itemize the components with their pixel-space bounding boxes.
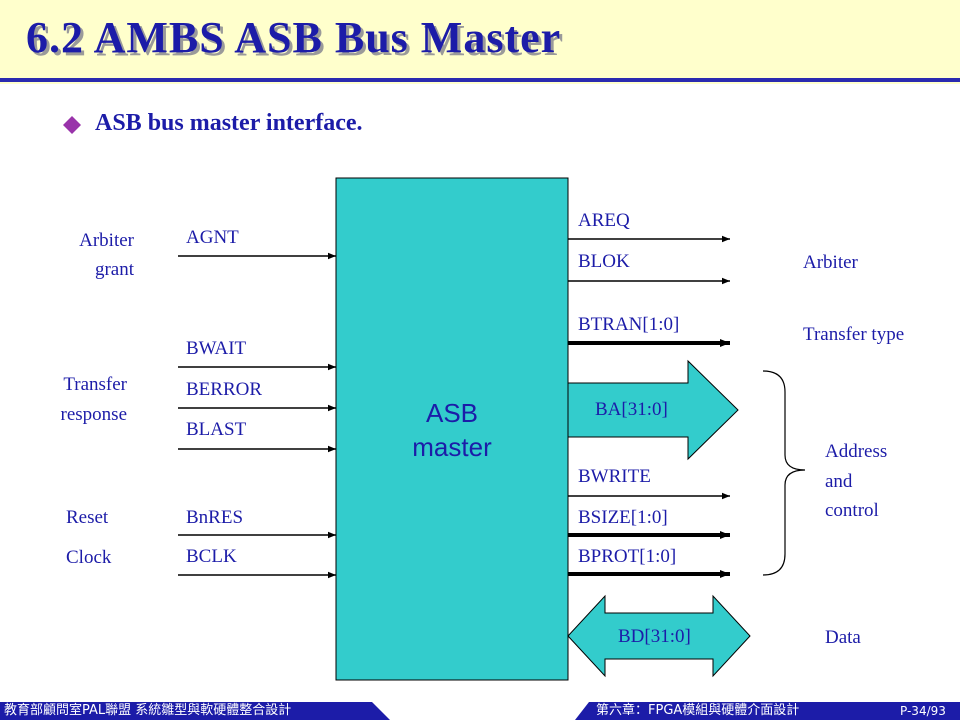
bd-bus-double-arrow [567,594,751,678]
data-label: Data [825,627,861,648]
signal-blok: BLOK [578,251,630,272]
reset-label: Reset [66,507,109,528]
signal-btran: BTRAN[1:0] [578,314,680,335]
clock-label: Clock [66,547,112,568]
slide-title: 6.2 AMBS ASB Bus Master [26,13,562,62]
arbiter-grant-label-1: Arbiter [79,230,134,251]
footer-right-bar [575,702,960,720]
transfer-response-label-2: response [60,404,127,425]
footer-left-bar [0,702,390,720]
asb-master-block [335,177,569,681]
signal-bwait: BWAIT [186,338,247,359]
footer-left-text: 教育部顧問室PAL聯盟 系統雛型與軟硬體整合設計 [4,703,292,718]
page-number: P-34/93 [900,704,946,718]
signal-bprot: BPROT[1:0] [578,546,677,567]
signal-areq: AREQ [578,210,630,231]
address-control-label-3: control [825,500,879,521]
slide-subtitle: ASB bus master interface. [95,110,363,136]
transfer-response-label-1: Transfer [63,374,127,395]
signal-berror: BERROR [186,379,263,400]
signal-bnres: BnRES [186,507,244,528]
footer-right-text: 第六章：FPGA模組與硬體介面設計 [596,703,800,718]
arbiter-label: Arbiter [803,252,858,273]
signal-bd: BD[31:0] [618,626,691,647]
signal-bclk: BCLK [186,546,237,567]
address-control-label-2: and [825,471,853,492]
ba-bus-arrow [567,359,739,461]
signal-ba: BA[31:0] [595,399,668,420]
transfer-type-label: Transfer type [803,324,905,345]
signal-bsize: BSIZE[1:0] [578,507,668,528]
asb-master-label: ASB master [412,398,492,462]
signal-blast: BLAST [186,419,247,440]
signal-bwrite: BWRITE [578,466,651,487]
title-underline [0,78,960,82]
title-bar [0,0,960,84]
address-control-label-1: Address [825,441,888,462]
address-control-brace [762,370,806,576]
diamond-bullet-icon [63,116,81,134]
arbiter-grant-label-2: grant [94,259,134,280]
signal-agnt: AGNT [186,227,239,248]
